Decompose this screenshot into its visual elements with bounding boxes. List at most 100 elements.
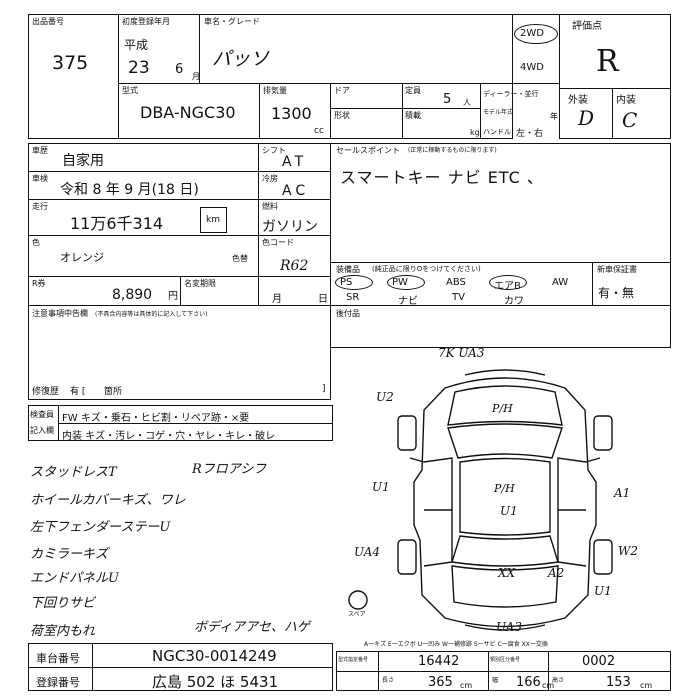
left-door — [423, 457, 453, 567]
equipment-label: 装備品 — [336, 265, 360, 274]
repair-value: 有 [ — [70, 387, 86, 397]
equipment-sub: (純正品に限りOをつけてください) — [372, 265, 481, 273]
mark-right-u1: U1 — [594, 584, 612, 598]
color-label: 色 — [32, 238, 40, 247]
notice-sub: (不具合内容等は具体的に記入して下さい) — [95, 311, 208, 318]
mark-right-w2: W2 — [618, 544, 638, 558]
kg-unit: kg — [470, 128, 480, 137]
wheel-rr — [593, 539, 613, 575]
inspector-label-1: 検査員 — [30, 410, 54, 419]
reg-year: 23 — [128, 58, 150, 78]
certno-value: 16442 — [418, 654, 460, 669]
type-code: DBA-NGC30 — [140, 103, 236, 122]
mark-right-a1: A1 — [614, 486, 631, 500]
shaken-label: 車検 — [32, 174, 48, 183]
drive-4wd: 4WD — [520, 62, 544, 73]
note-1: スタッドレスT — [30, 465, 117, 480]
equipment-item-bottom-3: カワ — [504, 296, 524, 307]
use-value: 自家用 — [62, 153, 104, 169]
fuel-label: 燃料 — [262, 202, 278, 211]
model-year-label: モデル年式 — [483, 109, 514, 116]
height-value: 153 — [606, 675, 631, 690]
rear-glass — [451, 535, 559, 567]
height-label: 高さ — [552, 677, 565, 684]
notice-label: 注意事項中告欄 — [32, 309, 88, 318]
info-line-4 — [28, 276, 331, 277]
displacement-label: 排気量 — [263, 86, 287, 95]
color-value: オレンジ — [60, 251, 104, 264]
shape-label: 形状 — [334, 111, 350, 120]
repair-close: ] — [322, 384, 326, 394]
roof-panel — [459, 457, 551, 536]
km-unit: km — [206, 215, 220, 225]
footer-left-hdiv — [28, 667, 333, 668]
drive-2wd-circle — [514, 24, 558, 44]
grade-split — [612, 88, 613, 139]
door-split — [402, 83, 403, 139]
colorcode-label: 色コード — [262, 238, 294, 247]
chassis-label: 車台番号 — [36, 652, 80, 665]
type-label: 型式 — [122, 86, 138, 95]
inspector-hdiv — [58, 423, 333, 424]
car-diagram — [348, 369, 613, 631]
exterior-grade: D — [578, 106, 595, 130]
exterior-label: 外装 — [568, 95, 588, 106]
mark-rear-ua3: UA3 — [496, 620, 523, 634]
right-door — [557, 457, 587, 567]
after-market-box — [330, 305, 671, 348]
capacity-unit: 人 — [463, 98, 471, 107]
name-change-label: 名変期限 — [184, 279, 216, 288]
shift-value: AT — [282, 154, 308, 170]
sales-point-box — [330, 143, 671, 263]
note-4: 左下フェンダーステーU — [30, 520, 171, 535]
note-2: Rフロアシフ — [192, 462, 267, 477]
drive-2wd: 2WD — [520, 28, 544, 39]
interior-grade: C — [622, 108, 638, 132]
info-line-3 — [28, 235, 331, 236]
era: 平成 — [124, 38, 149, 52]
lot-number: 375 — [52, 52, 89, 74]
mileage-label: 走行 — [32, 202, 48, 211]
recycle-yen: 円 — [168, 291, 178, 302]
after-market-label: 後付品 — [336, 309, 360, 318]
model-label: 車名・グレード — [204, 17, 260, 26]
mark-hood: P/H — [492, 402, 513, 415]
mark-left-u2: U2 — [376, 390, 394, 404]
grade-label: 評価点 — [572, 21, 602, 32]
handle-value: 左・右 — [516, 129, 544, 139]
mark-left-u1: U1 — [372, 480, 390, 494]
chassis-value: NGC30-0014249 — [152, 647, 277, 665]
footer-right-hdiv — [336, 671, 671, 672]
lot-label: 出品番号 — [32, 17, 64, 26]
length-value: 365 — [428, 675, 453, 690]
displacement-value: 1300 — [271, 104, 312, 123]
footer-right-split-3 — [548, 651, 549, 691]
note-5: カミラーキズ — [30, 547, 109, 562]
rear-hatch — [451, 565, 559, 608]
length-unit: cm — [460, 681, 473, 690]
height-unit: cm — [640, 681, 653, 690]
model-name: パッソ — [212, 48, 270, 70]
name-change-day: 日 — [318, 294, 328, 305]
load-label: 積載 — [405, 111, 421, 120]
lot-box — [28, 14, 119, 139]
color-change-label: 色替 — [232, 254, 248, 263]
classno-label: 類別区分番号 — [490, 657, 521, 663]
reg-year-label: 初度登録年月 — [122, 17, 170, 26]
equipment-circle-1 — [387, 275, 425, 290]
wheel-fl — [397, 415, 417, 451]
inspector-row-1: FW キズ・乗石・ヒビ割・リペア跡・×要 — [62, 413, 250, 424]
equipment-circle-0 — [335, 275, 373, 290]
note-3: ホイールカバーキズ、ワレ — [30, 493, 186, 508]
capacity-label: 定員 — [405, 86, 421, 95]
mark-left-ua4: UA4 — [354, 545, 381, 559]
handle-label: ハンドル — [483, 128, 511, 136]
recycle-value: 8,890 — [112, 287, 153, 303]
note-6: エンドパネルU — [30, 571, 119, 586]
shift-label: シフト — [262, 146, 286, 155]
equipment-item-top-4: AW — [552, 277, 569, 288]
footer-right-split-1 — [378, 651, 379, 691]
shaken-value: 令和 8 年 9 月(18 日) — [60, 182, 199, 198]
footer-right-split-2 — [488, 651, 489, 691]
car-body-outline — [413, 377, 597, 628]
